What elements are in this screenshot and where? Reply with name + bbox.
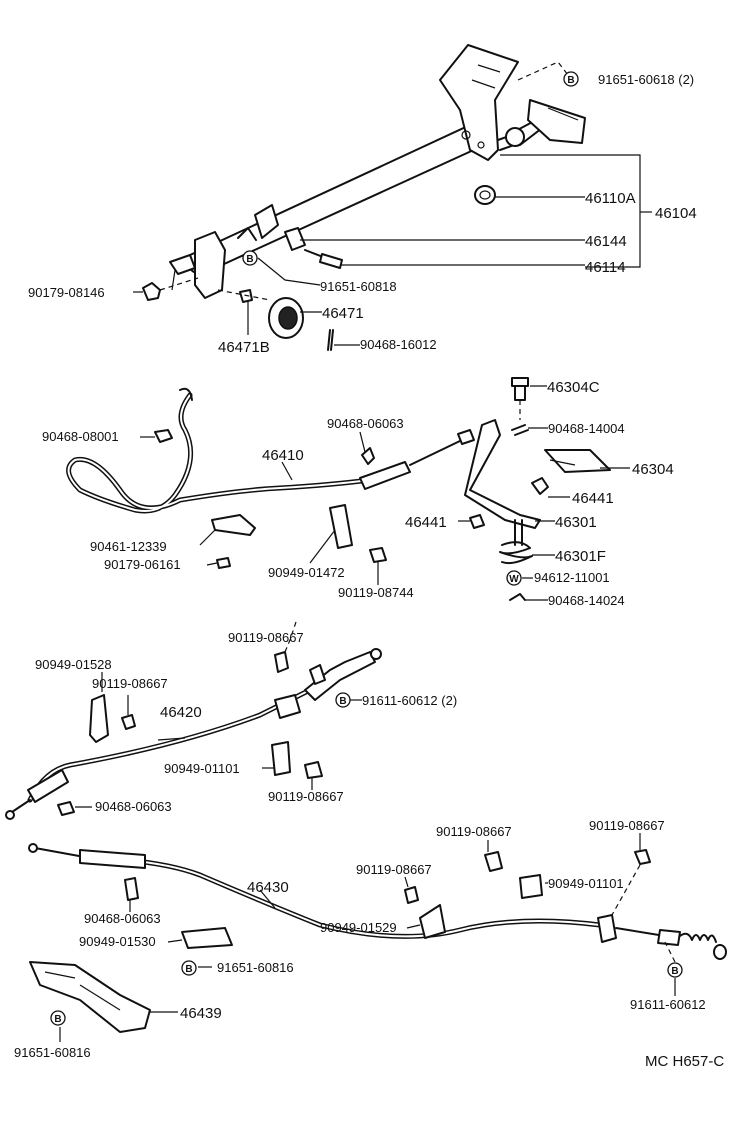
label-90949-01528: 90949-01528: [35, 657, 112, 672]
intermediate-lever-46301: W: [464, 377, 611, 601]
label-90119-08667-e: 90119-08667: [589, 818, 665, 833]
label-90119-08667-b: 90119-08667: [92, 676, 168, 691]
label-46114: 46114: [585, 259, 626, 276]
label-91651-60818: 91651-60818: [320, 279, 397, 294]
label-90949-01529: 90949-01529: [320, 920, 397, 935]
label-46441-a: 46441: [572, 490, 614, 507]
section1-leaders: [133, 61, 652, 346]
label-90119-08667-c: 90119-08667: [268, 789, 344, 804]
label-90468-06063-b: 90468-06063: [95, 799, 172, 814]
rear-cable-46420: [5, 648, 382, 820]
label-90468-06063-c: 90468-06063: [84, 911, 161, 926]
lever-assembly-46104: [142, 44, 586, 351]
label-46410: 46410: [262, 447, 304, 464]
label-91611-60612-2: 91611-60612 (2): [362, 693, 457, 708]
label-91611-60612: 91611-60612: [630, 997, 706, 1012]
label-46420: 46420: [160, 704, 202, 721]
label-91651-60816-a: 91651-60816: [217, 960, 294, 975]
svg-text:B: B: [185, 964, 192, 975]
svg-text:B: B: [567, 75, 574, 86]
label-90468-14004: 90468-14004: [548, 421, 625, 436]
label-94612-11001: 94612-11001: [534, 570, 610, 585]
label-90468-08001: 90468-08001: [42, 429, 119, 444]
label-90179-08146: 90179-08146: [28, 285, 105, 300]
section3-labels: 90119-08667 90949-01528 90119-08667 4642…: [35, 630, 457, 814]
label-90468-06063-a: 90468-06063: [327, 416, 404, 431]
section4-small-parts: [29, 849, 651, 1033]
front-cable-46410: [66, 387, 475, 514]
label-46110A: 46110A: [585, 190, 636, 207]
label-90468-14024: 90468-14024: [548, 593, 625, 608]
label-46439: 46439: [180, 1005, 222, 1022]
label-90119-08667-f: 90119-08667: [356, 862, 432, 877]
section3-small-parts: [57, 651, 323, 816]
label-90949-01530: 90949-01530: [79, 934, 156, 949]
label-46304: 46304: [632, 461, 674, 478]
label-46441-b: 46441: [405, 514, 447, 531]
section4-markers: B B B: [50, 960, 683, 1026]
label-90949-01101-b: 90949-01101: [548, 876, 624, 891]
svg-text:B: B: [339, 696, 346, 707]
section3-markers: B: [335, 692, 351, 708]
svg-text:B: B: [54, 1014, 61, 1025]
label-90468-16012: 90468-16012: [360, 337, 437, 352]
label-46301F: 46301F: [555, 548, 606, 565]
label-46304C: 46304C: [547, 379, 600, 396]
section3-leaders: [75, 621, 362, 808]
label-90949-01101-a: 90949-01101: [164, 761, 240, 776]
label-46301: 46301: [555, 514, 597, 531]
rear-cable-46430: [28, 843, 727, 960]
label-90119-08744: 90119-08744: [338, 585, 414, 600]
section4-labels: 90119-08667 90119-08667 90119-08667 9094…: [14, 818, 724, 1070]
label-46471B: 46471B: [218, 339, 270, 356]
label-90461-12339: 90461-12339: [90, 539, 167, 554]
svg-text:B: B: [246, 254, 253, 265]
label-46144: 46144: [585, 233, 627, 250]
section1-markers: B B: [242, 71, 579, 266]
diagram-code: MC H657-C: [645, 1053, 724, 1070]
section2-leaders: [140, 385, 630, 601]
section1-labels: 91651-60618 (2) 46110A 46104 46144 46114…: [28, 72, 697, 356]
section2-small-parts: [154, 429, 387, 569]
label-91651-60618: 91651-60618 (2): [598, 72, 694, 87]
label-90179-06161: 90179-06161: [104, 557, 181, 572]
section4-leaders: [59, 833, 676, 1042]
svg-text:W: W: [509, 574, 519, 585]
svg-text:B: B: [671, 966, 678, 977]
label-46430: 46430: [247, 879, 289, 896]
label-91651-60816-b: 91651-60816: [14, 1045, 91, 1060]
label-46471: 46471: [322, 305, 364, 322]
label-90119-08667-d: 90119-08667: [436, 824, 512, 839]
section2-labels: 90468-08001 46410 90468-06063 90461-1233…: [42, 379, 674, 608]
label-90949-01472: 90949-01472: [268, 565, 345, 580]
label-90119-08667-a: 90119-08667: [228, 630, 304, 645]
label-46104: 46104: [655, 205, 697, 222]
